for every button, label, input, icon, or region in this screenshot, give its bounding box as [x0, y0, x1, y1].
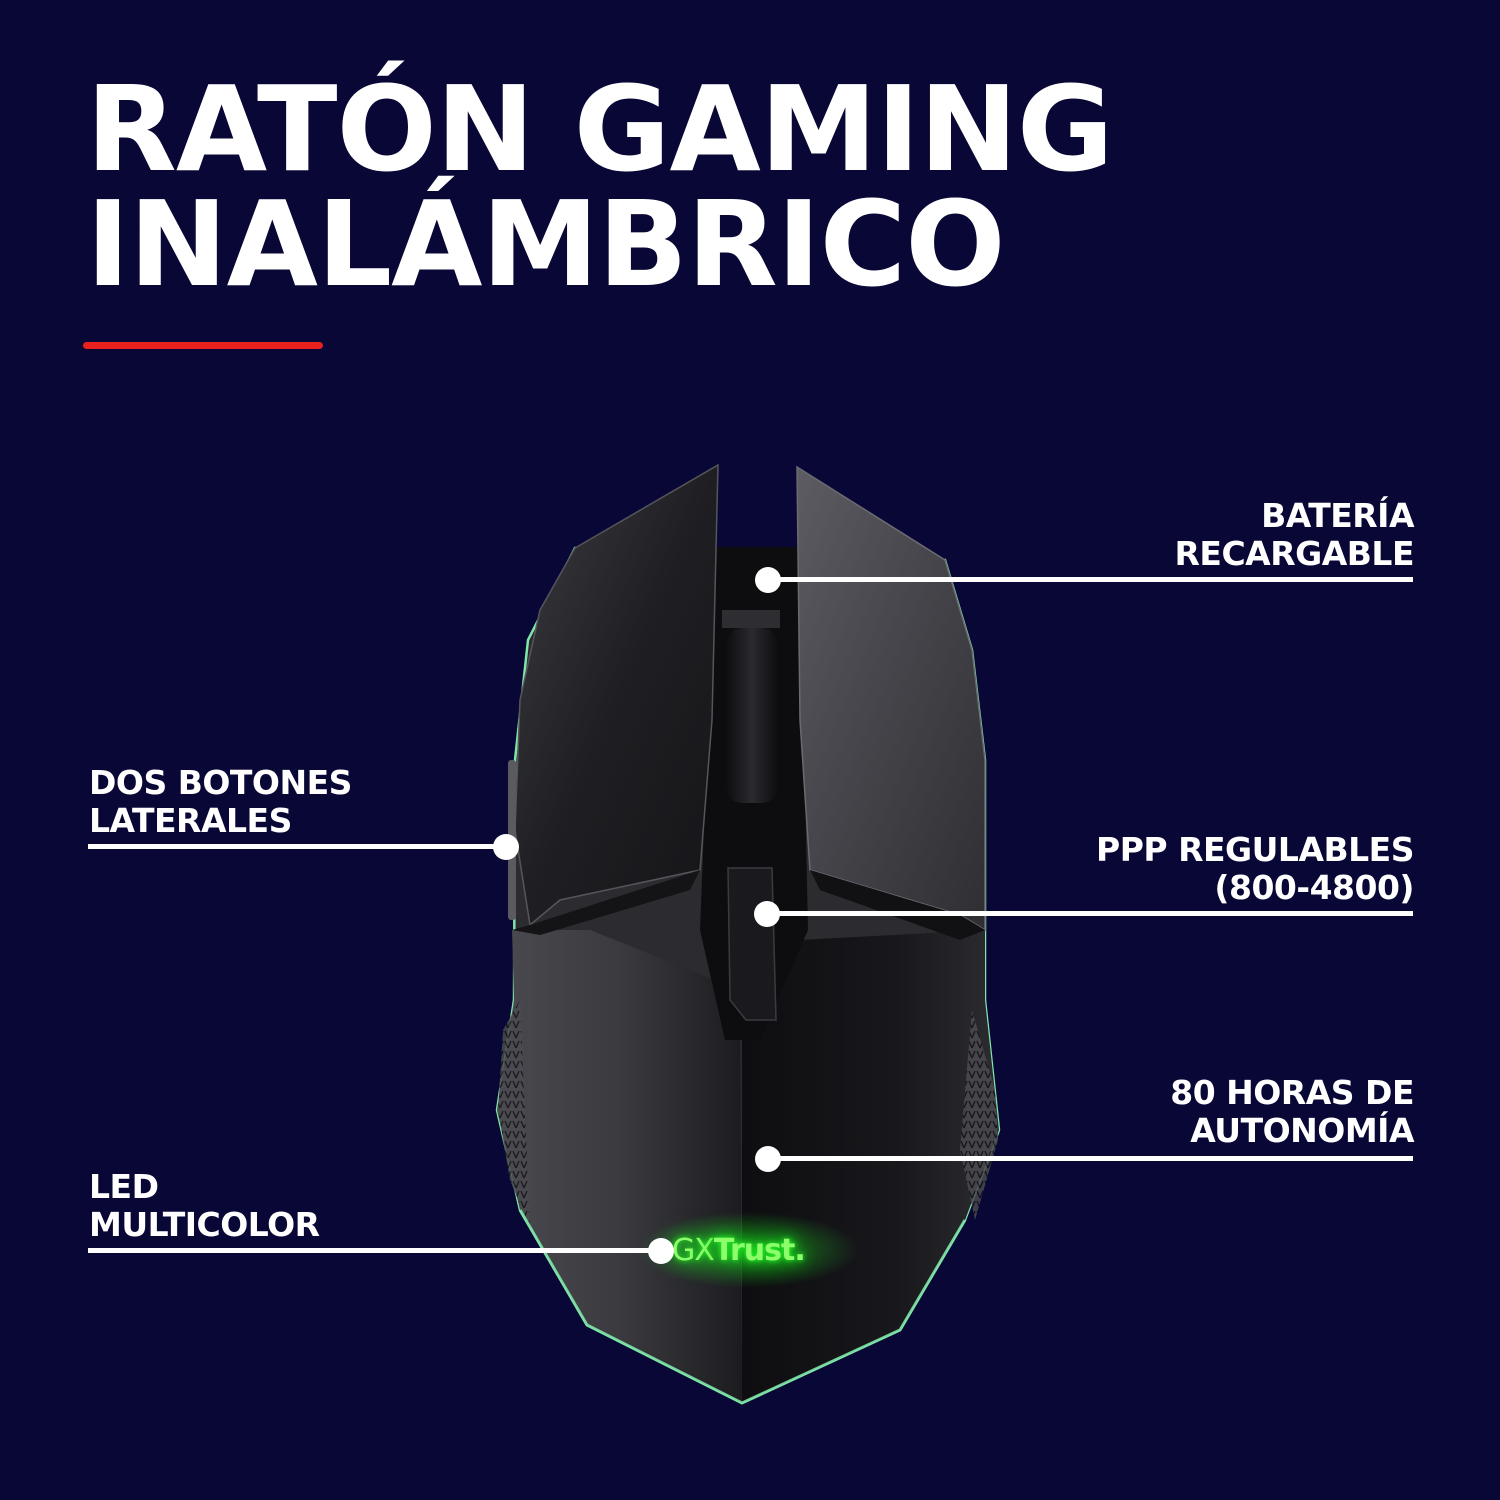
callout-autonomy-label: 80 HORAS DE AUTONOMÍA — [1170, 1073, 1414, 1150]
led-brand-logo: GXTrust. — [672, 1233, 806, 1268]
dpi-button — [727, 867, 777, 1021]
callout-led-label: LED MULTICOLOR — [89, 1167, 320, 1244]
callout-dpi-dot — [754, 901, 780, 927]
title-line-1: RATÓN GAMING — [86, 60, 1114, 198]
callout-led-leader — [88, 1248, 661, 1253]
title-accent-underline — [83, 342, 323, 349]
scroll-wheel — [726, 628, 778, 803]
callout-dpi-label: PPP REGULABLES (800-4800) — [1096, 830, 1414, 907]
right-grip-texture — [960, 1010, 998, 1220]
callout-autonomy-leader — [768, 1156, 1413, 1161]
callout-side-buttons-label: DOS BOTONES LATERALES — [89, 763, 352, 840]
callout-led-dot — [648, 1238, 674, 1264]
right-click-button — [796, 465, 986, 932]
page-title: RATÓN GAMING INALÁMBRICO — [86, 60, 1114, 313]
callout-autonomy-dot — [755, 1146, 781, 1172]
brand-prefix: GX — [672, 1233, 715, 1268]
callout-battery-dot — [755, 567, 781, 593]
callout-side-buttons-dot — [493, 834, 519, 860]
left-grip-texture — [498, 1000, 530, 1230]
callout-battery-label: BATERÍA RECARGABLE — [1174, 496, 1415, 573]
callout-side-buttons-leader — [88, 844, 506, 849]
callout-dpi-leader — [767, 911, 1413, 916]
callout-battery-leader — [768, 577, 1413, 582]
title-line-2: INALÁMBRICO — [86, 175, 1006, 313]
left-click-button — [514, 463, 719, 927]
brand-name: Trust. — [713, 1233, 806, 1268]
